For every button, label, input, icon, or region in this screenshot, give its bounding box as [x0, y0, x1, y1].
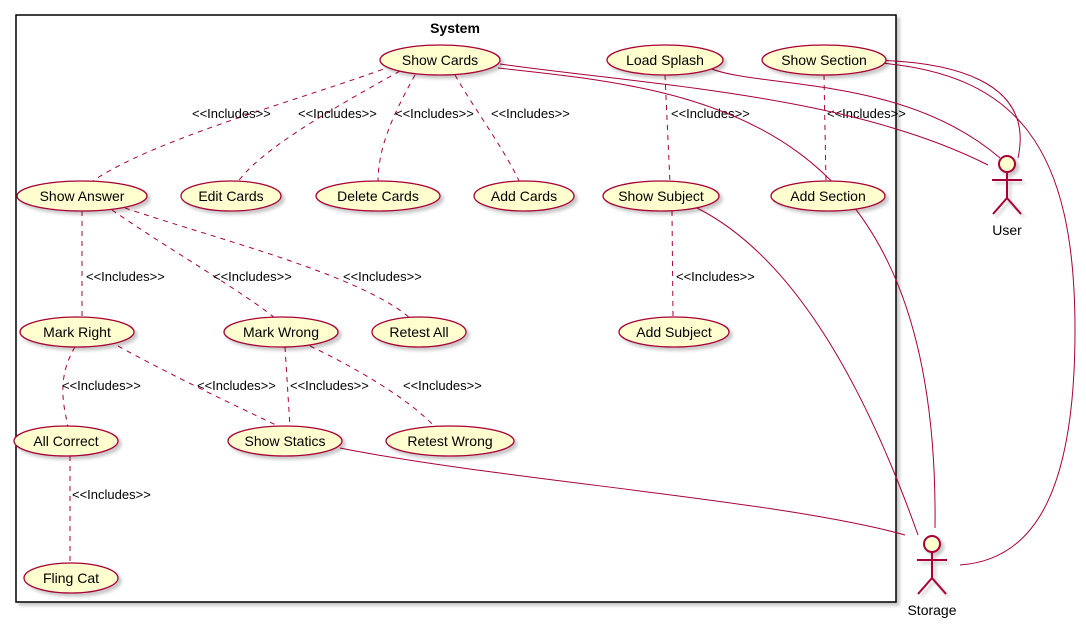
usecase-label: Show Subject	[618, 188, 704, 204]
usecase-label: Mark Wrong	[243, 324, 319, 340]
usecase-show-statics[interactable]: Show Statics	[227, 425, 343, 457]
usecase-label: Show Answer	[40, 188, 125, 204]
actor-storage-label: Storage	[907, 602, 956, 618]
usecase-show-section[interactable]: Show Section	[761, 44, 887, 76]
usecase-label: Mark Right	[43, 324, 111, 340]
label-add-cards: <<Includes>>	[491, 106, 570, 121]
use-cases: Show Cards Load Splash Show Section Show…	[13, 44, 887, 594]
actor-storage[interactable]: Storage	[907, 535, 957, 618]
usecase-add-subject[interactable]: Add Subject	[618, 316, 730, 348]
usecase-label: Load Splash	[626, 52, 704, 68]
usecase-label: Fling Cat	[43, 570, 99, 586]
usecase-retest-wrong[interactable]: Retest Wrong	[385, 425, 515, 457]
rel-mark-wrong-retest-wrong	[309, 345, 436, 428]
actor-user-label: User	[992, 222, 1022, 238]
rel-show-cards-edit-cards	[236, 70, 401, 184]
assoc-show-subject-storage	[696, 207, 919, 536]
usecase-mark-wrong[interactable]: Mark Wrong	[223, 316, 339, 348]
usecase-mark-right[interactable]: Mark Right	[19, 316, 135, 348]
usecase-label: Add Section	[790, 188, 866, 204]
usecase-label: Add Cards	[491, 188, 557, 204]
rel-load-splash-show-subject	[664, 74, 671, 184]
actor-user[interactable]: User	[992, 155, 1022, 238]
label-edit-cards: <<Includes>>	[298, 106, 377, 121]
rel-mark-right-all-correct	[62, 346, 76, 428]
label-delete-cards: <<Includes>>	[395, 106, 474, 121]
system-title: System	[430, 20, 480, 36]
label-mark-right: <<Includes>>	[86, 269, 165, 284]
usecase-label: Delete Cards	[337, 188, 419, 204]
usecase-label: Show Section	[781, 52, 867, 68]
usecase-add-cards[interactable]: Add Cards	[473, 180, 575, 212]
assoc-show-statics-storage	[339, 447, 906, 536]
assoc-show-section-user	[861, 59, 1021, 159]
rel-show-cards-delete-cards	[377, 74, 416, 184]
usecase-all-correct[interactable]: All Correct	[13, 425, 119, 457]
label-show-subject: <<Includes>>	[671, 106, 750, 121]
rel-show-cards-show-answer	[89, 65, 393, 184]
rel-show-subject-add-subject	[671, 210, 674, 319]
usecase-delete-cards[interactable]: Delete Cards	[315, 180, 441, 212]
usecase-edit-cards[interactable]: Edit Cards	[180, 180, 282, 212]
label-mark-wrong: <<Includes>>	[213, 269, 292, 284]
usecase-fling-cat[interactable]: Fling Cat	[23, 562, 119, 594]
assoc-show-section-storage	[865, 61, 1076, 566]
label-add-subject: <<Includes>>	[676, 269, 755, 284]
usecase-label: Retest All	[389, 324, 448, 340]
assoc-show-cards-user	[499, 63, 989, 166]
usecase-retest-all[interactable]: Retest All	[371, 316, 467, 348]
label-retest-wrong: <<Includes>>	[403, 378, 482, 393]
rel-show-cards-add-cards	[454, 74, 521, 184]
label-add-section: <<Includes>>	[827, 106, 906, 121]
label-show-answer: <<Includes>>	[192, 106, 271, 121]
rel-show-answer-retest-all	[124, 207, 411, 319]
include-labels: <<Includes>> <<Includes>> <<Includes>> <…	[62, 106, 906, 502]
usecase-load-splash[interactable]: Load Splash	[606, 44, 724, 76]
actor-associations	[339, 59, 1076, 566]
usecase-label: Show Statics	[245, 433, 326, 449]
assoc-load-splash-user	[704, 65, 1001, 159]
label-all-correct: <<Includes>>	[62, 378, 141, 393]
usecase-show-cards[interactable]: Show Cards	[379, 44, 501, 76]
rel-mark-wrong-show-statics	[284, 346, 291, 428]
rel-mark-right-show-statics	[117, 345, 281, 428]
usecase-label: Edit Cards	[198, 188, 263, 204]
rel-show-section-add-section	[823, 74, 827, 184]
usecase-label: Add Subject	[636, 324, 712, 340]
label-retest-all: <<Includes>>	[343, 269, 422, 284]
usecase-show-subject[interactable]: Show Subject	[602, 180, 720, 212]
label-fling-cat: <<Includes>>	[72, 487, 151, 502]
usecase-show-answer[interactable]: Show Answer	[16, 180, 148, 212]
assoc-show-cards-storage	[497, 67, 936, 529]
usecase-add-section[interactable]: Add Section	[770, 180, 886, 212]
usecase-label: Retest Wrong	[407, 433, 492, 449]
usecase-label: All Correct	[33, 433, 98, 449]
label-show-statics-a: <<Includes>>	[197, 378, 276, 393]
label-show-statics-b: <<Includes>>	[290, 378, 369, 393]
usecase-label: Show Cards	[402, 52, 478, 68]
system-boundary: System	[15, 14, 897, 603]
include-relations	[62, 65, 827, 564]
